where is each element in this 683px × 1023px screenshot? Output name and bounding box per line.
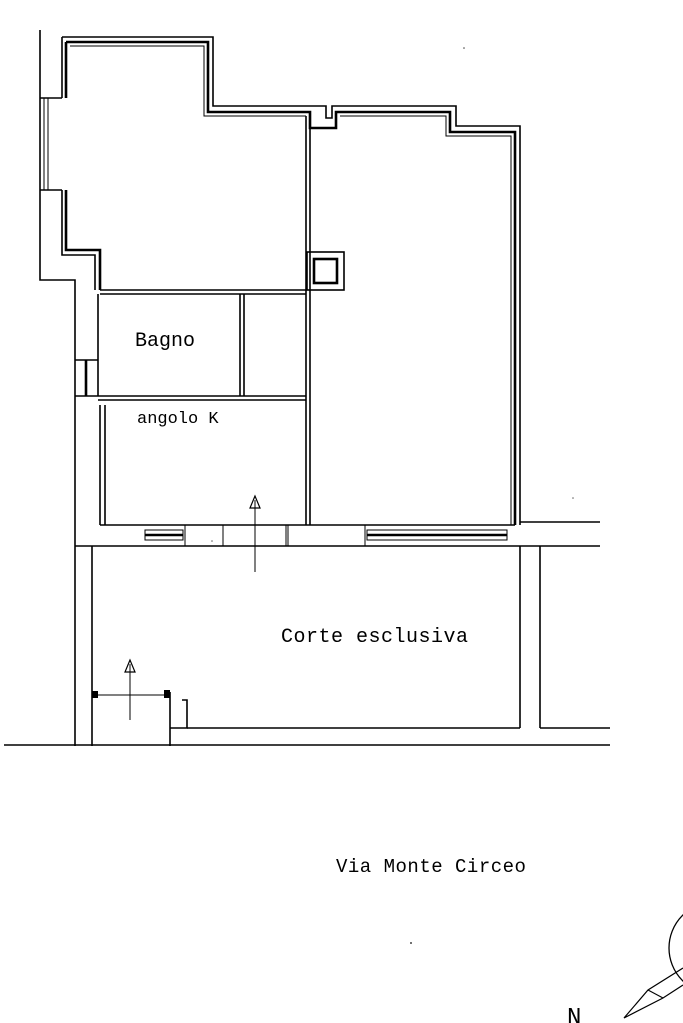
room-label-kitchen-corner: angolo K xyxy=(137,410,219,429)
gate xyxy=(92,690,170,698)
courtyard-walls xyxy=(4,546,610,746)
gate-arrow xyxy=(124,658,136,720)
compass-icon xyxy=(623,914,683,1019)
interior-walls xyxy=(75,116,311,525)
shaft xyxy=(306,251,345,291)
street-name: Via Monte Circeo xyxy=(336,856,527,878)
north-label: N xyxy=(567,1005,582,1023)
room-label-bathroom: Bagno xyxy=(135,330,196,353)
entrance-arrow xyxy=(249,494,261,572)
south-facade xyxy=(74,360,600,746)
room-label-courtyard: Corte esclusiva xyxy=(281,626,469,649)
apartment-outer-walls xyxy=(39,30,521,525)
specks xyxy=(211,47,574,944)
